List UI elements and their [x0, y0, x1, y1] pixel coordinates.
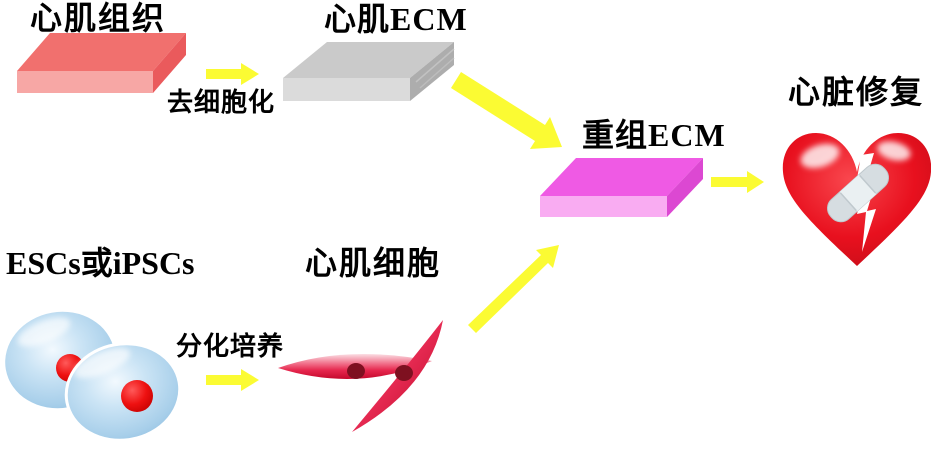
- cardiomyocytes-shape: [278, 320, 443, 432]
- arrow-cells-to-recombinant: [468, 245, 559, 333]
- label-decellularization: 去细胞化: [167, 88, 276, 117]
- bandage-icon: [826, 163, 890, 223]
- myocardial-tissue-slab: [17, 33, 186, 93]
- label-myocardial-ecm: 心肌ECM: [324, 1, 468, 37]
- label-stem-cells: ESCs或iPSCs: [6, 245, 195, 281]
- label-differentiation-culture: 分化培养: [176, 332, 285, 361]
- cell-nucleus: [347, 363, 365, 379]
- recombinant-ecm-slab: [540, 158, 703, 217]
- label-recombinant-ecm: 重组ECM: [582, 117, 726, 153]
- stem-cells-shape: [5, 311, 182, 442]
- arrow-differentiation: [206, 369, 259, 391]
- cell-nucleus: [121, 380, 153, 412]
- cell-nucleus: [395, 365, 413, 381]
- label-heart-repair: 心脏修复: [788, 74, 925, 110]
- arrow-decellularization: [206, 63, 259, 85]
- myocardial-ecm-slab: [283, 42, 455, 101]
- label-myocardial-tissue: 心肌组织: [30, 0, 167, 36]
- arrow-ecm-to-recombinant: [451, 72, 562, 149]
- repaired-heart-icon: [782, 133, 931, 266]
- arrow-to-heart: [711, 171, 764, 193]
- label-cardiomyocytes: 心肌细胞: [305, 245, 442, 281]
